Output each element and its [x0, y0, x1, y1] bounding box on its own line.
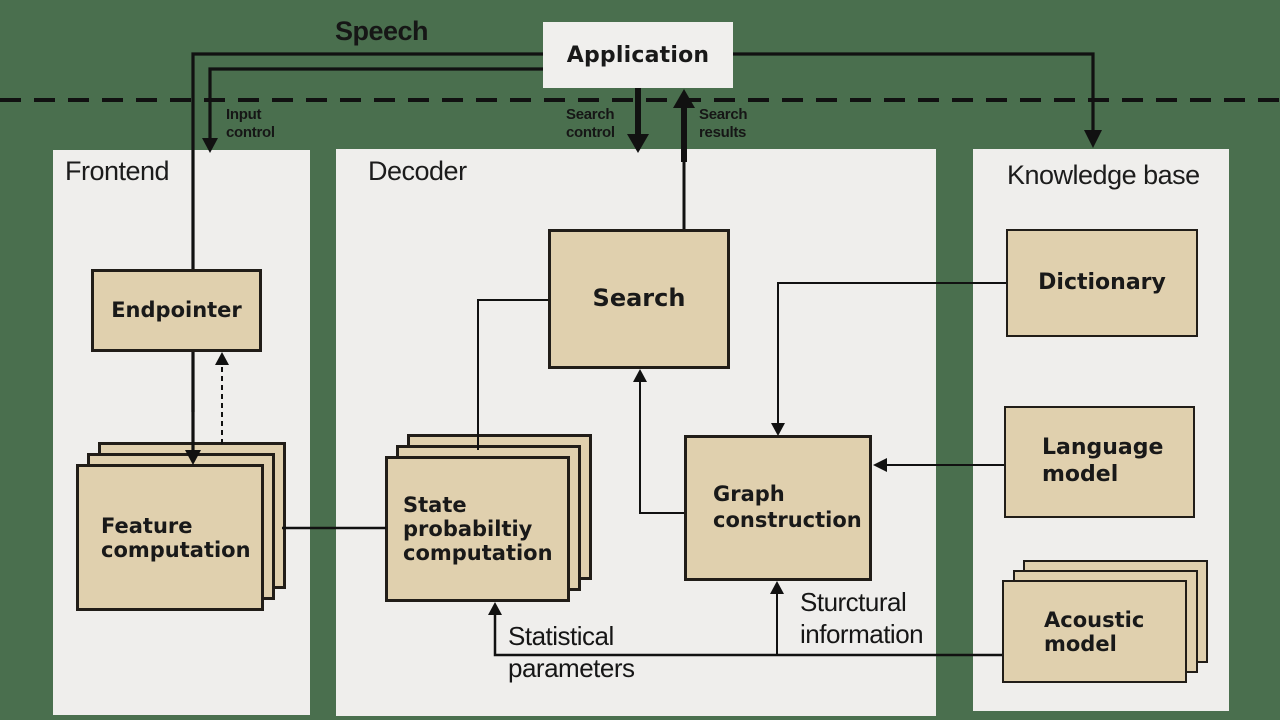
search-results-line1: Search: [699, 106, 748, 123]
state-probability-label-line1: State: [403, 493, 467, 517]
structural-information-line1: Sturctural: [800, 587, 907, 617]
acoustic-model-box: Acoustic model: [1002, 580, 1187, 683]
state-probability-stack: State probabiltiy computation: [385, 434, 592, 602]
input-control-line1: Input: [226, 106, 262, 123]
endpointer-box: Endpointer: [91, 269, 262, 352]
feature-computation-box: Feature computation: [76, 464, 264, 611]
application-box: Application: [543, 22, 733, 88]
search-results-edge-label: Search results: [699, 106, 748, 142]
structural-information-line2: information: [800, 619, 924, 649]
input-control-line2: control: [226, 124, 275, 141]
search-label: Search: [592, 284, 686, 313]
feature-computation-stack: Feature computation: [76, 442, 286, 611]
graph-construction-label-line2: construction: [713, 508, 862, 532]
statistical-parameters-line2: parameters: [508, 653, 635, 683]
structural-information-edge-label: Sturctural information: [800, 586, 924, 650]
dictionary-box: Dictionary: [1006, 229, 1198, 337]
search-control-edge-label: Search control: [566, 106, 615, 142]
input-control-edge-label: Input control: [226, 106, 275, 142]
search-box: Search: [548, 229, 730, 369]
state-probability-label-line2: probabiltiy: [403, 517, 533, 541]
search-control-line1: Search: [566, 106, 615, 123]
decoder-panel-title: Decoder: [368, 156, 467, 186]
state-probability-computation-box: State probabiltiy computation: [385, 456, 570, 602]
statistical-parameters-edge-label: Statistical parameters: [508, 620, 635, 684]
language-model-label-line2: model: [1042, 462, 1119, 487]
frontend-panel: [53, 150, 310, 715]
search-results-line2: results: [699, 124, 747, 141]
application-label: Application: [566, 42, 710, 68]
language-model-label-line1: Language: [1042, 435, 1164, 461]
acoustic-model-label-line1: Acoustic: [1044, 607, 1145, 632]
feature-computation-label-line2: computation: [101, 537, 251, 562]
acoustic-model-label-line2: model: [1044, 631, 1117, 656]
frontend-panel-title: Frontend: [65, 156, 170, 186]
application-to-kb-line: [733, 52, 1095, 130]
application-to-kb-arrowhead: [1084, 130, 1102, 148]
knowledge-base-panel-title: Knowledge base: [1007, 160, 1200, 190]
search-results-arrowhead: [673, 89, 695, 108]
feature-computation-label-line1: Feature: [101, 513, 193, 538]
statistical-parameters-line1: Statistical: [508, 621, 614, 651]
speech-edge-label: Speech: [335, 16, 429, 46]
acoustic-model-stack: Acoustic model: [1002, 560, 1208, 683]
graph-construction-box: Graph construction: [684, 435, 872, 581]
search-control-line2: control: [566, 124, 615, 141]
endpointer-label: Endpointer: [111, 297, 242, 322]
dictionary-label: Dictionary: [1038, 269, 1166, 295]
language-model-box: Language model: [1004, 406, 1195, 518]
state-probability-label-line3: computation: [403, 541, 553, 565]
graph-construction-label-line1: Graph: [713, 482, 785, 507]
